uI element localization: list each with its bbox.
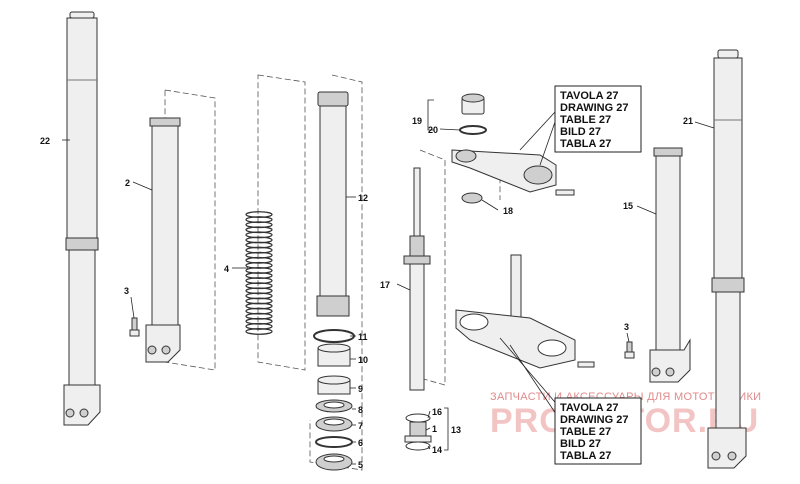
ref-bottom-line: TABLE 27 [560, 426, 611, 438]
part-5-dust-seal [315, 453, 353, 471]
part-7-seal [315, 416, 353, 432]
label-22: 22 [40, 136, 50, 146]
part-8-washer [315, 399, 353, 413]
part-3-screw-right [624, 341, 635, 359]
part-22-outer-tube [63, 11, 101, 426]
part-3-screw-left [129, 317, 140, 337]
label-13: 13 [451, 425, 461, 435]
label-18: 18 [503, 206, 513, 216]
ref-bottom-line: DRAWING 27 [560, 414, 628, 426]
label-14: 14 [432, 445, 442, 455]
part-18-bushing [461, 192, 483, 204]
part-4-spring [245, 211, 273, 335]
label-7: 7 [358, 421, 363, 431]
spring-coil [245, 328, 273, 335]
leader-lines [62, 99, 715, 465]
ref-top-line: TAVOLA 27 [560, 90, 618, 102]
part-6-ring [315, 436, 353, 448]
part-21-outer-tube [707, 49, 747, 469]
label-17: 17 [380, 280, 390, 290]
part-10-bushing [317, 343, 351, 367]
part-20-oring [459, 125, 487, 135]
ref-bottom-line: TABLA 27 [560, 450, 611, 462]
lower-triple-clamp [455, 254, 595, 369]
label-12: 12 [358, 193, 368, 203]
label-16: 16 [432, 407, 442, 417]
label-8: 8 [358, 405, 363, 415]
part-17-cartridge [403, 167, 431, 391]
reference-box-bottom: TAVOLA 27 DRAWING 27 TABLE 27 BILD 27 TA… [554, 397, 642, 465]
label-20: 20 [428, 125, 438, 135]
label-3-right: 3 [624, 322, 629, 332]
label-1: 1 [432, 424, 437, 434]
label-15: 15 [623, 201, 633, 211]
part-16-oring [405, 413, 431, 423]
ref-bottom-line: TAVOLA 27 [560, 402, 618, 414]
label-3-left: 3 [124, 286, 129, 296]
part-9-bushing [317, 375, 351, 395]
part-11-circlip [313, 329, 355, 343]
part-2-inner-tube [145, 117, 181, 363]
label-10: 10 [358, 355, 368, 365]
ref-top-line: TABLE 27 [560, 114, 611, 126]
ref-bottom-line: BILD 27 [560, 438, 601, 450]
part-1-adjuster [404, 421, 432, 443]
part-19-top-cap [461, 93, 485, 115]
upper-triple-clamp [451, 149, 575, 196]
part-12-damper-tube [316, 91, 350, 317]
label-2: 2 [125, 178, 130, 188]
part-14-oring [405, 441, 431, 451]
reference-box-top: TAVOLA 27 DRAWING 27 TABLE 27 BILD 27 TA… [554, 85, 642, 153]
label-5: 5 [358, 460, 363, 470]
label-19: 19 [412, 116, 422, 126]
dashed-guide-12 [309, 74, 363, 471]
ref-top-line: TABLA 27 [560, 138, 611, 150]
dashed-guide-4 [257, 74, 306, 371]
ref-top-line: BILD 27 [560, 126, 601, 138]
label-6: 6 [358, 438, 363, 448]
label-11: 11 [358, 332, 368, 342]
label-9: 9 [358, 384, 363, 394]
label-4: 4 [224, 264, 229, 274]
ref-top-line: DRAWING 27 [560, 102, 628, 114]
dashed-guide-17 [419, 149, 446, 386]
label-21: 21 [683, 116, 693, 126]
part-15-inner-tube [649, 147, 691, 383]
